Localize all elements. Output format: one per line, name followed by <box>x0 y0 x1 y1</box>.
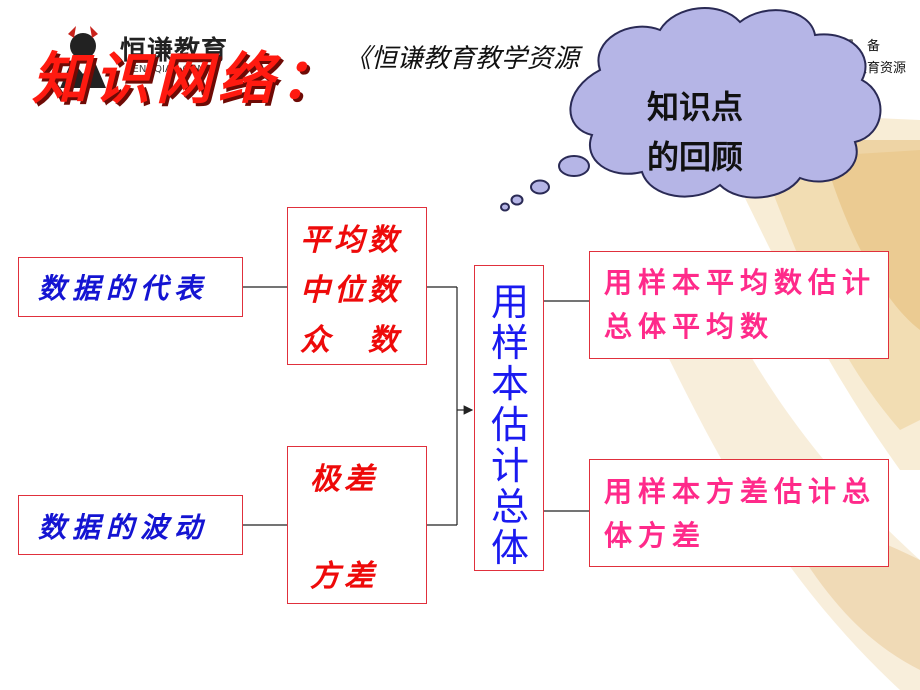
header-title: 《恒谦教育教学资源 <box>345 44 580 74</box>
center-char: 本 <box>490 362 529 406</box>
center-concept-text: 用 样 本 估 计 总 体 <box>484 282 536 569</box>
variance-estimate-text: 用样本方差估计总体方差 <box>604 475 877 552</box>
data-representative-box <box>18 257 243 317</box>
page-title: 知识网络： <box>32 46 342 112</box>
data-fluctuation-box <box>18 495 243 555</box>
measure-mean: 平均数 <box>300 223 402 258</box>
mean-estimate-text: 用样本平均数估计总体平均数 <box>604 266 877 343</box>
data-representative-label: 数据的代表 <box>38 272 209 305</box>
measure-variance: 方差 <box>310 559 378 594</box>
mean-estimate-box <box>589 251 889 359</box>
center-char: 体 <box>490 526 529 570</box>
cloud-line: 知识点 <box>646 88 743 126</box>
center-char: 计 <box>490 444 529 488</box>
data-fluctuation-label: 数据的波动 <box>38 511 209 544</box>
representative-measures-box <box>287 207 427 365</box>
logo-icon <box>60 26 106 88</box>
center-concept-box <box>474 265 544 571</box>
center-char: 总 <box>490 485 529 529</box>
measure-range: 极差 <box>310 462 378 497</box>
logo-text: 恒谦教育 <box>120 36 229 66</box>
variance-estimate-box <box>589 459 889 567</box>
fluctuation-measures-box <box>287 446 427 604</box>
center-char: 样 <box>490 321 529 365</box>
cloud-text: 知识点 的回顾 <box>620 82 770 182</box>
thought-cloud <box>500 7 882 212</box>
cloud-line: 的回顾 <box>646 138 743 176</box>
measure-mode: 众 数 <box>300 323 402 358</box>
logo-subtext: HENGQIAN.COM <box>125 64 206 75</box>
representative-measures: 平均数 中位数 众 数 <box>300 216 424 366</box>
measure-median: 中位数 <box>300 273 402 308</box>
center-char: 估 <box>490 403 529 447</box>
center-char: 用 <box>490 280 529 324</box>
